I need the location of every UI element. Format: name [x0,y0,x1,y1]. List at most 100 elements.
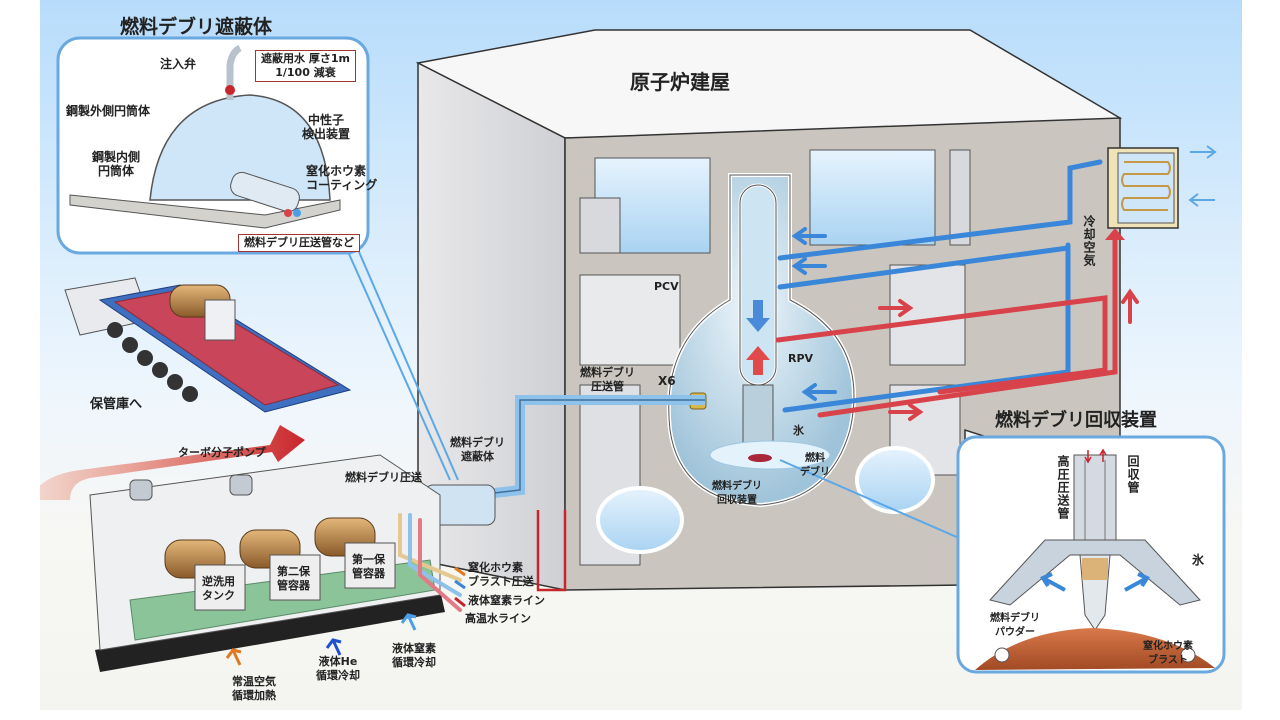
debris-spot [748,454,772,462]
label-bn-coating-line2: コーティング [306,178,378,192]
label-second-vessel-line1: 第二保 [277,565,310,578]
blast-arrow-left [1040,572,1066,592]
support-frame [536,510,567,592]
label-n2-cooling: 液体窒素 循環冷却 [392,642,436,670]
transport-truck [64,277,352,413]
label-n2-cooling-line1: 液体窒素 [392,642,436,655]
container-base [95,590,445,672]
label-he-cooling: 液体He 循環冷却 [316,655,360,683]
cold-pipe-2 [777,245,1071,290]
nozzle-coil [1082,558,1108,580]
air-cooler [1105,145,1217,240]
label-bn-coating: 窒化ホウ素 コーティング [306,164,377,192]
room-mid-left [579,274,681,366]
label-debris-line1: 燃料 [805,453,825,464]
illustration-canvas: 燃料デブリ遮蔽体 注入弁 遮蔽用水 厚さ1m 1/100 減衰 鋼製外側円筒体 … [40,0,1242,710]
label-debris-powder: 燃料デブリ パウダー [990,612,1040,640]
label-debris: 燃料 デブリ [800,452,830,480]
label-rpv: RPV [788,352,814,365]
label-transfer-pipe: 燃料デブリ 圧送管 [580,366,635,394]
shield-slab [69,194,341,229]
arrow-hot-water [454,596,466,608]
room-upper-left [579,197,621,254]
label-hot-water-line: 高温水ライン [465,612,531,625]
label-first-vessel-line1: 第一保 [352,553,385,566]
label-shield-water: 遮蔽用水 厚さ1m 1/100 減衰 [255,50,356,82]
label-shield-body-line1: 燃料デブリ [450,436,505,449]
truck-wheels [107,322,198,402]
up-arrow-red [746,346,770,375]
hot-pipe-1 [775,295,1108,395]
label-first-vessel-line2: 管容器 [352,567,385,580]
cooler-inlet-arrow [1188,193,1215,207]
arrow-left-2 [791,257,827,275]
label-debris-line2: デブリ [800,467,830,478]
label-he-cooling-line1: 液体He [318,655,358,668]
label-air-heating-line1: 常温空気 [232,675,276,688]
label-debris-transfer: 燃料デブリ圧送 [345,471,422,484]
rpv-skirt [742,384,774,446]
label-inner-cylinder-line2: 円筒体 [98,164,135,178]
vessel-second [239,529,321,601]
label-ice: 氷 [793,424,804,437]
label-recovery-bn-blast: 窒化ホウ素 ブラスト [1143,640,1193,668]
label-neutron-detector-line1: 中性子 [308,113,345,127]
label-cooling-air: 冷却空気 [1082,215,1096,267]
label-x6: X6 [658,374,676,388]
label-bn-coating-line1: 窒化ホウ素 [306,164,367,178]
cooler-coil [1121,161,1171,211]
cold-pipe-1 [777,159,1103,261]
vessel-first [314,517,396,589]
label-shield-body: 燃料デブリ 遮蔽体 [450,436,505,464]
reactor-building [415,29,1123,591]
label-recovery-device-line1: 燃料デブリ [712,481,762,492]
label-backwash-tank-line1: 逆洗用 [202,575,235,588]
label-high-pressure-pipe: 高圧圧送管 [1056,455,1070,520]
label-transfer-pipe-line1: 燃料デブリ [580,366,635,379]
label-shield-water-thickness: 遮蔽用水 厚さ1m [261,52,350,65]
turbo-pumps [129,474,253,501]
label-inner-cylinder: 鋼製内側 円筒体 [92,150,140,178]
label-shield-body-line2: 遮蔽体 [461,450,494,463]
label-pcv: PCV [654,280,679,293]
label-inner-cylinder-line1: 鋼製内側 [92,150,141,164]
cooler-funnel [1105,228,1125,240]
service-lines [398,513,462,612]
route-arrow [40,425,305,500]
label-bn-blast-line1: 窒化ホウ素 [468,561,523,574]
label-neutron-detector-line2: 検出装置 [302,127,351,141]
arrow-up-1 [1121,288,1139,324]
label-air-heating: 常温空気 循環加熱 [232,675,276,703]
arrow-left-3 [801,383,837,401]
label-to-storage: 保管庫へ [90,397,143,412]
roller-left [994,647,1010,663]
shield-inset-panel [56,36,370,255]
label-attenuation: 1/100 減衰 [275,66,336,79]
label-debris-pipes: 燃料デブリ圧送管など [238,234,360,252]
label-turbo-pump: ターボ分子ポンプ [178,446,266,459]
arrow-bn [454,566,466,577]
shield-pipe-run [344,244,976,592]
label-first-vessel: 第一保 管容器 [352,553,385,581]
blue-guide-line [344,244,451,481]
ice-layer [709,440,831,470]
label-ln2-line: 液体窒素ライン [468,594,545,607]
storage-container [89,454,466,672]
shield-dome [149,94,331,201]
tube-blue [293,209,301,217]
label-recovery-device: 燃料デブリ 回収装置 [712,480,762,508]
pool-right [809,149,936,246]
label-recovery-ice: 氷 [1192,553,1205,567]
vessel-backwash [164,539,246,611]
building-title: 原子炉建屋 [630,70,730,94]
room-upper-right [949,149,971,246]
arrow-left-1 [791,227,827,245]
recovery-inset-title: 燃料デブリ回収装置 [995,410,1157,431]
cooling-pipes [775,159,1139,421]
label-injection-valve: 注入弁 [160,57,197,71]
injection-valve-icon [225,85,235,95]
arrow-right-2 [888,403,924,421]
diagram-artwork [40,29,1226,674]
debris-pile [975,628,1215,670]
inner-tubes [230,171,300,213]
